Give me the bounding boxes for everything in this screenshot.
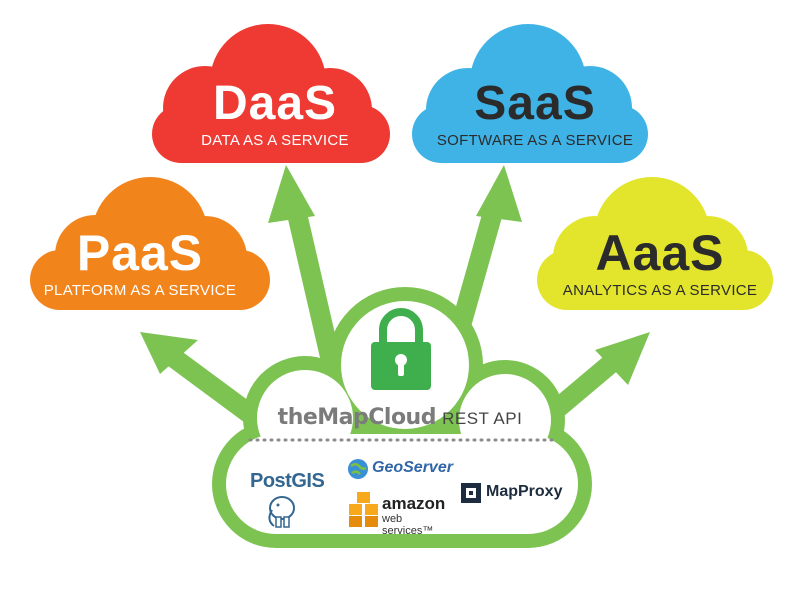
- daas-cloud: [152, 24, 390, 163]
- saas-label: SaaS SOFTWARE AS A SERVICE: [410, 77, 660, 150]
- lock-icon: [371, 308, 431, 390]
- daas-title: DaaS: [212, 77, 338, 130]
- paas-title: PaaS: [76, 225, 204, 281]
- aaas-title: AaaS: [595, 225, 725, 281]
- paas-label: PaaS PLATFORM AS A SERVICE: [20, 228, 260, 299]
- aaas-label: AaaS ANALYTICS AS A SERVICE: [540, 228, 780, 299]
- aws-logo: amazon web services™: [346, 490, 456, 537]
- daas-subtitle: DATA AS A SERVICE: [201, 132, 349, 149]
- aws-boxes-icon: [349, 492, 378, 527]
- elephant-icon: [268, 496, 295, 528]
- globe-icon: [348, 459, 368, 479]
- geoserver-label: GeoServer: [372, 459, 453, 476]
- postgis-logo: PostGIS: [250, 470, 340, 532]
- saas-title: SaaS: [474, 77, 596, 130]
- postgis-label: PostGIS: [250, 470, 325, 492]
- aaas-cloud: [537, 177, 773, 310]
- api-brand: theMapCloud: [277, 405, 437, 430]
- aws-label: web services™: [382, 513, 434, 537]
- paas-cloud: [30, 177, 270, 310]
- geoserver-logo: GeoServer: [346, 456, 458, 482]
- mapproxy-label: MapProxy: [486, 483, 563, 500]
- api-title: theMapCloud REST API: [250, 404, 550, 430]
- saas-subtitle: SOFTWARE AS A SERVICE: [436, 132, 634, 149]
- paas-subtitle: PLATFORM AS A SERVICE: [43, 282, 237, 299]
- mapproxy-icon: [461, 483, 481, 503]
- api-label: REST API: [442, 409, 523, 428]
- amazon-label: amazon: [382, 494, 446, 513]
- daas-label: DaaS DATA AS A SERVICE: [150, 77, 400, 150]
- aaas-subtitle: ANALYTICS AS A SERVICE: [562, 282, 758, 299]
- saas-cloud: [412, 24, 648, 163]
- mapproxy-logo: MapProxy: [460, 480, 570, 506]
